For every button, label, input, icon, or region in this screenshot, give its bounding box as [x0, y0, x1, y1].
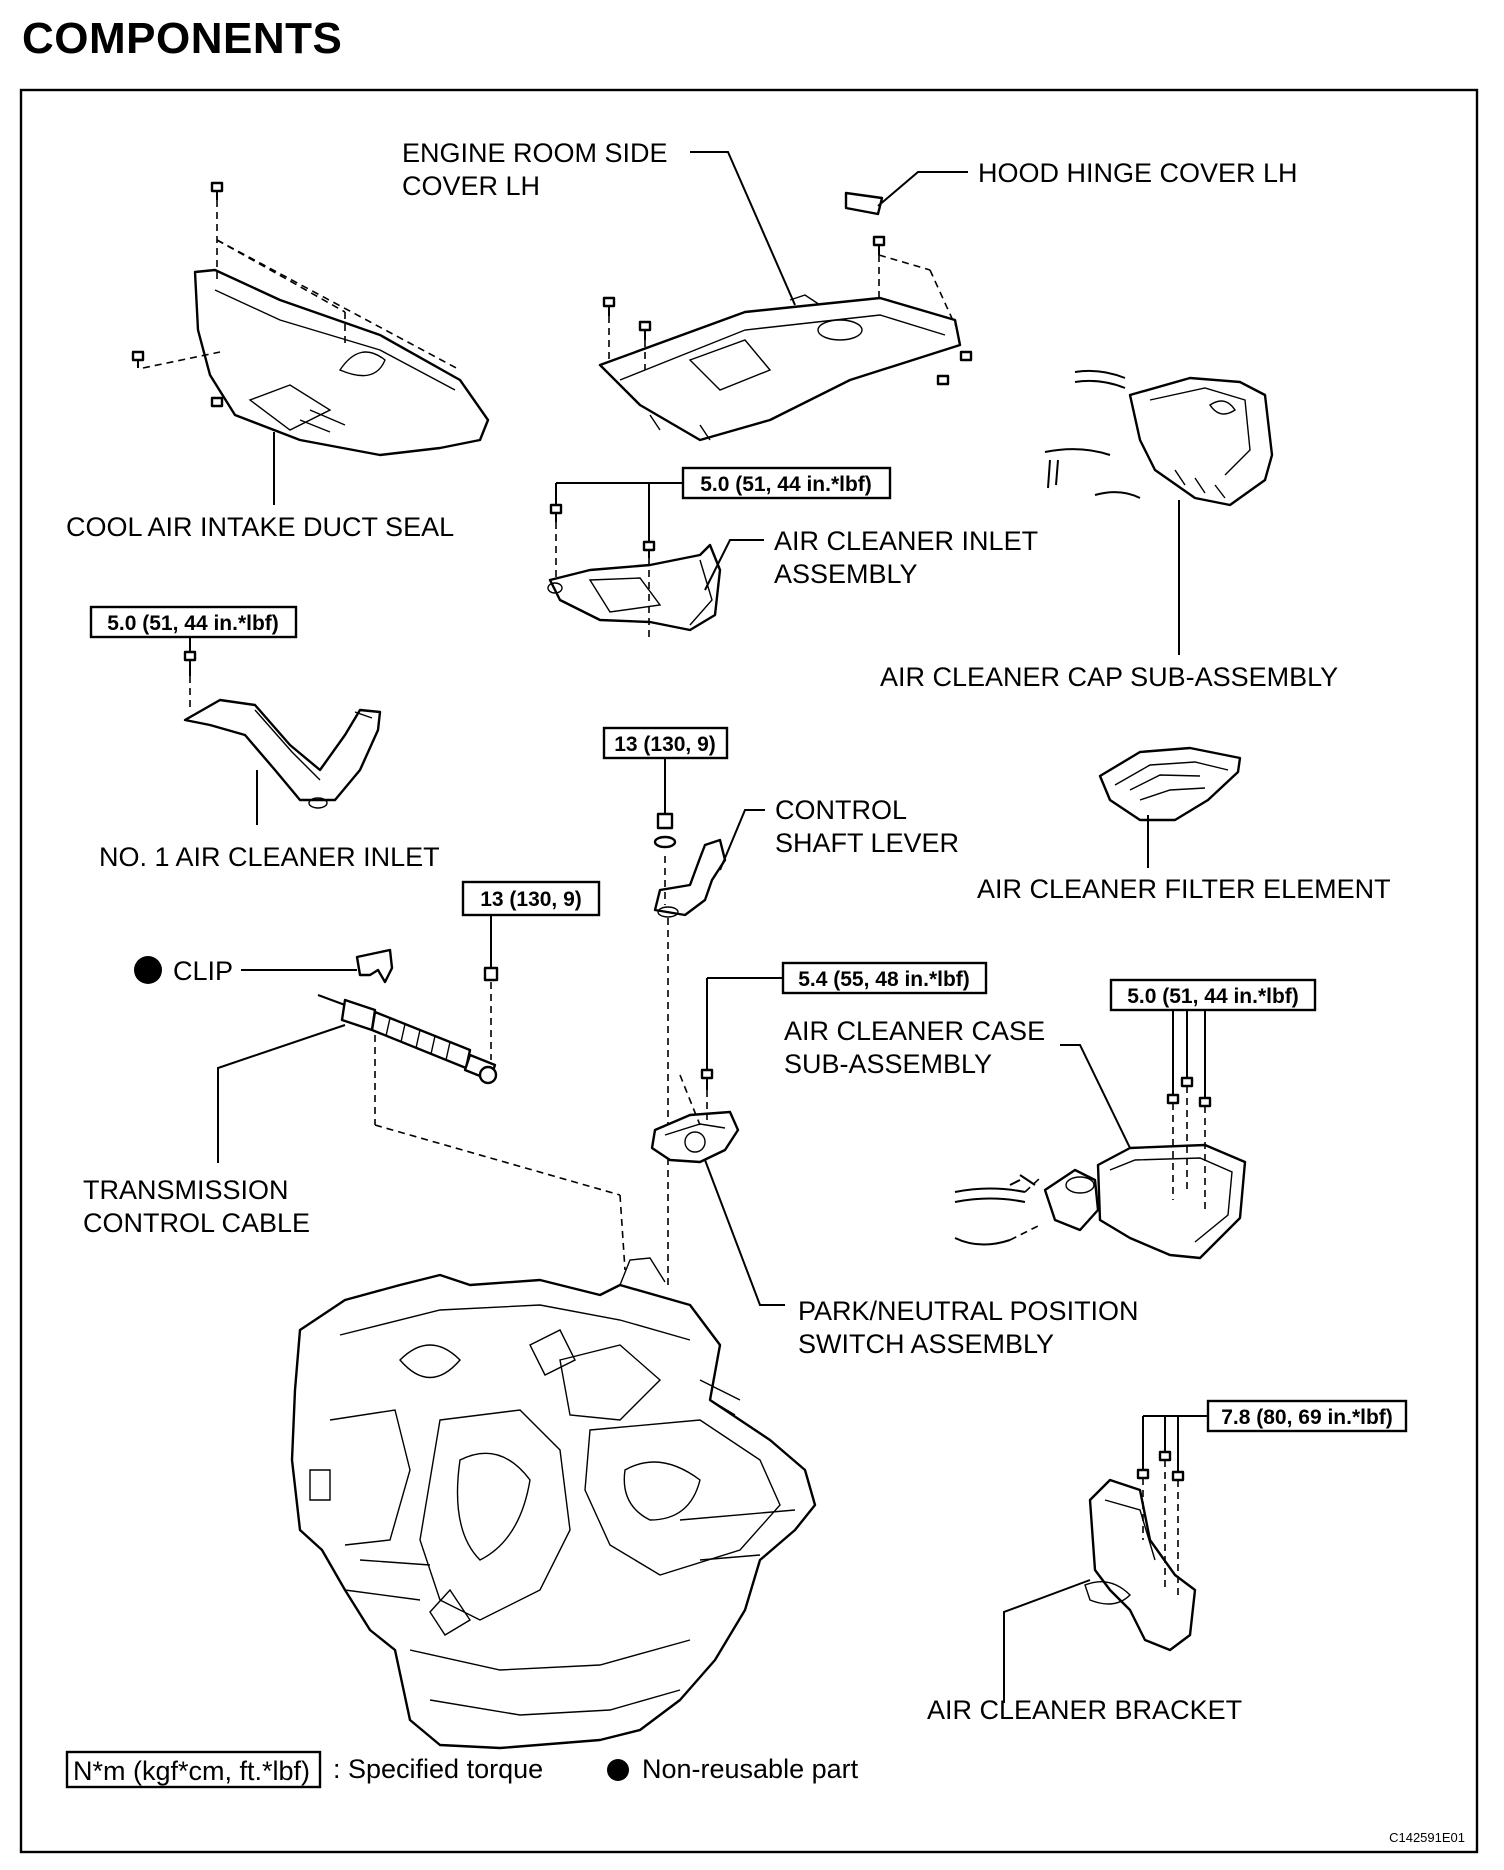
torque-spec-no1-air-cleaner-inlet: 5.0 (51, 44 in.*lbf)	[89, 605, 298, 639]
label-no1-air-cleaner-inlet: NO. 1 AIR CLEANER INLET	[99, 842, 440, 872]
no1-air-cleaner-bolt	[183, 637, 197, 710]
page-title: COMPONENTS	[22, 14, 343, 63]
torque-value: 7.8 (80, 69 in.*lbf)	[1221, 1406, 1393, 1429]
air-cleaner-inlet-assembly-illustration	[547, 543, 722, 632]
air-cleaner-cap-illustration	[1044, 369, 1274, 507]
torque-spec-park-neutral-switch: 5.4 (55, 48 in.*lbf)	[781, 961, 988, 995]
label-air-cleaner-cap: AIR CLEANER CAP SUB-ASSEMBLY	[880, 662, 1338, 692]
torque-value: 13 (130, 9)	[480, 888, 582, 911]
label-transmission-control-cable-line2: CONTROL CABLE	[83, 1208, 310, 1238]
hood-hinge-cover-illustration	[844, 191, 884, 216]
air-cleaner-bracket-illustration	[1084, 1415, 1208, 1652]
legend: N*m (kgf*cm, ft.*lbf) : Specified torque…	[65, 1750, 859, 1789]
park-neutral-switch-illustration	[650, 977, 783, 1164]
air-cleaner-case-illustration	[954, 1010, 1247, 1260]
label-engine-room-side-cover-line1: ENGINE ROOM SIDE	[402, 138, 668, 168]
cool-air-intake-duct-seal-illustration	[193, 268, 490, 457]
torque-spec-control-cable: 13 (130, 9)	[461, 880, 601, 917]
transaxle-illustration	[290, 1257, 817, 1750]
clip-nonreusable-dot	[134, 956, 162, 984]
transmission-control-cable-illustration	[317, 898, 626, 1271]
cool-air-duct-bolts	[131, 181, 461, 408]
label-air-cleaner-inlet-line1: AIR CLEANER INLET	[774, 526, 1038, 556]
torque-spec-control-shaft-lever: 13 (130, 9)	[602, 726, 729, 760]
legend-torque-unit: N*m (kgf*cm, ft.*lbf)	[73, 1756, 310, 1786]
control-shaft-lever-illustration	[653, 758, 727, 1290]
diagram-frame	[19, 88, 1479, 1854]
torque-value: 13 (130, 9)	[614, 733, 716, 756]
leader-lines	[217, 151, 1205, 1703]
torque-spec-air-cleaner-inlet: 5.0 (51, 44 in.*lbf)	[681, 466, 892, 500]
clip-illustration	[355, 948, 394, 984]
label-transmission-control-cable-line1: TRANSMISSION	[83, 1175, 289, 1205]
label-air-cleaner-bracket: AIR CLEANER BRACKET	[927, 1695, 1242, 1725]
label-cool-air-intake-duct-seal: COOL AIR INTAKE DUCT SEAL	[66, 512, 454, 542]
label-engine-room-side-cover-line2: COVER LH	[402, 171, 540, 201]
torque-value: 5.0 (51, 44 in.*lbf)	[1127, 985, 1299, 1008]
no1-air-cleaner-inlet-illustration	[183, 698, 382, 809]
label-control-shaft-lever-line2: SHAFT LEVER	[775, 828, 959, 858]
label-clip: CLIP	[173, 956, 233, 986]
torque-value: 5.4 (55, 48 in.*lbf)	[798, 968, 970, 991]
label-air-cleaner-inlet-line2: ASSEMBLY	[774, 559, 918, 589]
air-cleaner-inlet-bolts	[549, 482, 683, 640]
label-park-neutral-switch-line2: SWITCH ASSEMBLY	[798, 1329, 1054, 1359]
label-control-shaft-lever-line1: CONTROL	[775, 795, 907, 825]
torque-spec-air-cleaner-bracket: 7.8 (80, 69 in.*lbf)	[1206, 1399, 1408, 1433]
legend-torque-text: : Specified torque	[333, 1754, 543, 1784]
legend-nonreusable-text: Non-reusable part	[642, 1754, 859, 1784]
label-air-cleaner-case-line2: SUB-ASSEMBLY	[784, 1049, 992, 1079]
torque-value: 5.0 (51, 44 in.*lbf)	[700, 473, 872, 496]
engine-room-side-cover-illustration	[598, 294, 962, 442]
air-cleaner-filter-illustration	[1098, 746, 1242, 822]
label-air-cleaner-filter-element: AIR CLEANER FILTER ELEMENT	[977, 874, 1391, 904]
engine-room-cover-bolts	[602, 235, 973, 386]
label-park-neutral-switch-line1: PARK/NEUTRAL POSITION	[798, 1296, 1139, 1326]
torque-spec-air-cleaner-case: 5.0 (51, 44 in.*lbf)	[1109, 978, 1317, 1012]
figure-code: C142591E01	[1389, 1830, 1465, 1845]
legend-nonreusable-dot	[607, 1759, 629, 1781]
torque-value: 5.0 (51, 44 in.*lbf)	[107, 612, 279, 635]
label-air-cleaner-case-line1: AIR CLEANER CASE	[784, 1016, 1045, 1046]
label-hood-hinge-cover: HOOD HINGE COVER LH	[978, 158, 1298, 188]
